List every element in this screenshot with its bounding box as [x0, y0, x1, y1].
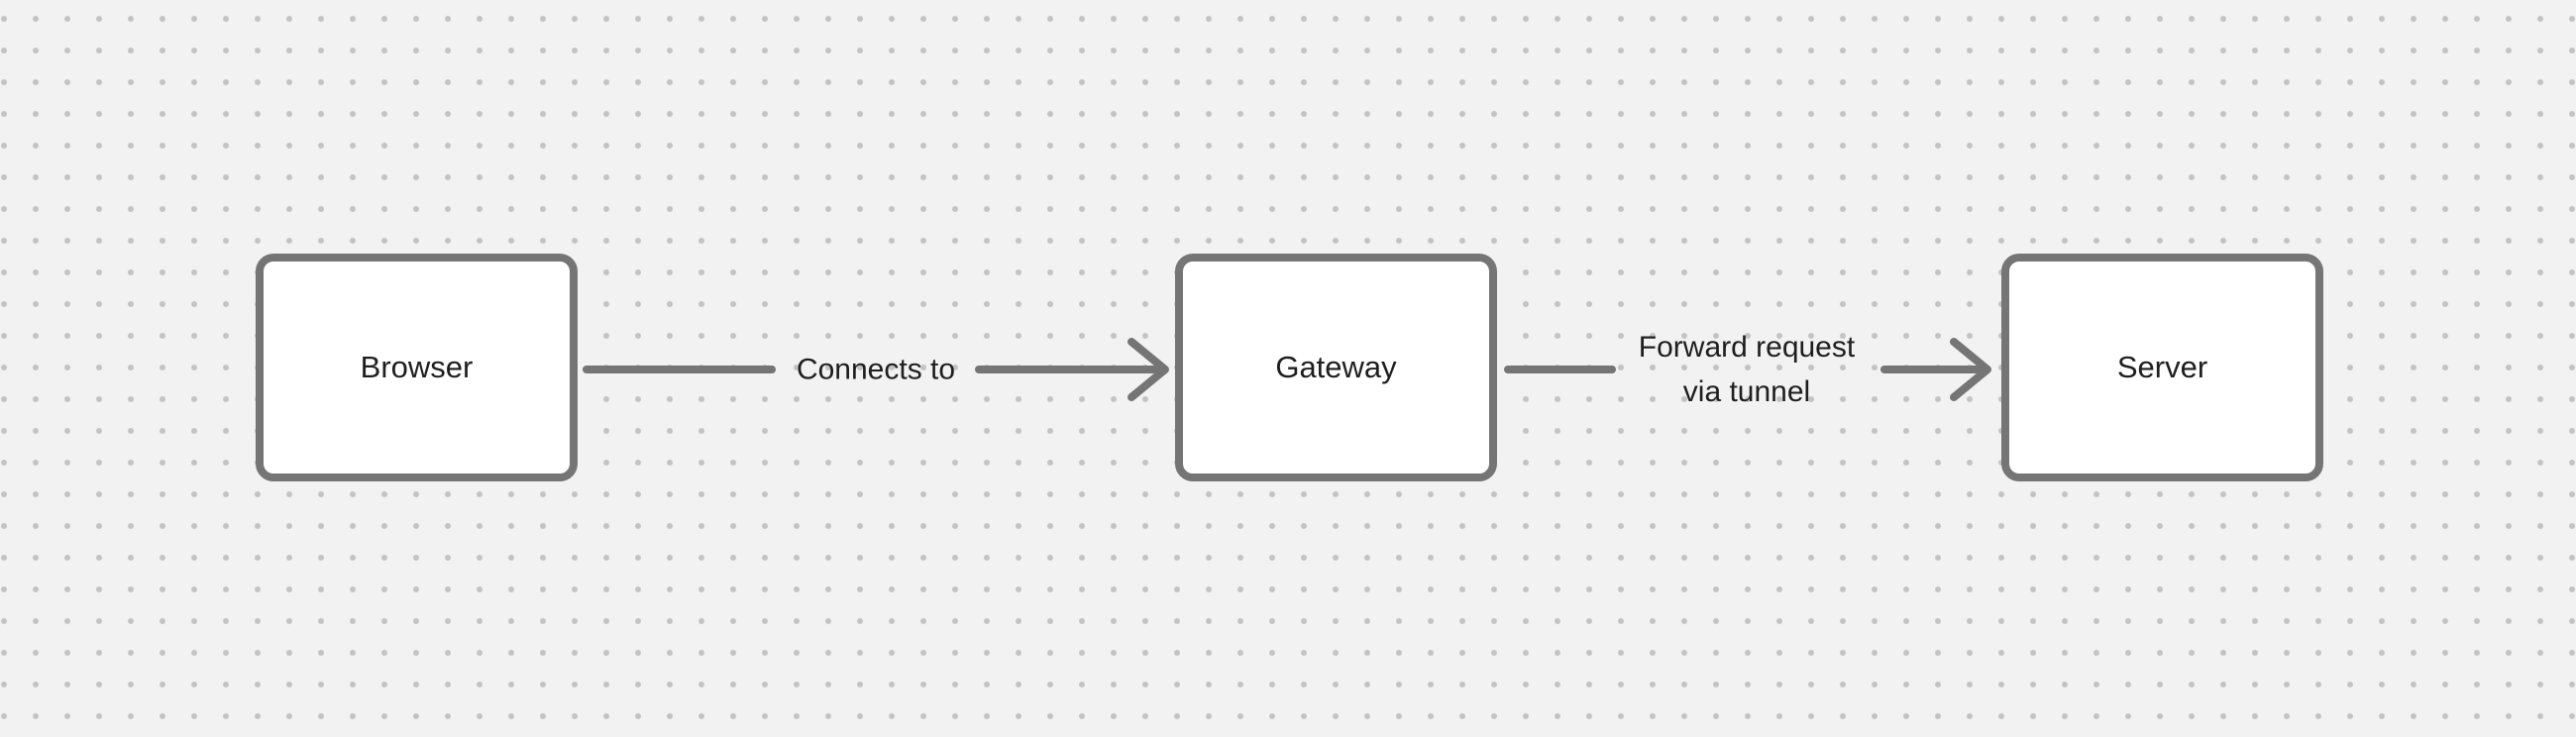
node-browser-label: Browser — [360, 350, 474, 385]
node-gateway-label: Gateway — [1275, 350, 1397, 385]
node-server[interactable]: Server — [2001, 254, 2323, 481]
edge-label-text: Forward request — [1638, 331, 1856, 364]
arrowhead-icon — [1127, 338, 1169, 401]
edge-label-text: Connects to — [796, 353, 956, 386]
edge-label-text: via tunnel — [1682, 375, 1811, 408]
edge-label-connects-to[interactable]: Connects to — [797, 348, 955, 392]
node-browser[interactable]: Browser — [256, 254, 578, 481]
arrowhead-icon — [1950, 338, 1991, 401]
edge-label-forward-request[interactable]: Forward request via tunnel — [1639, 325, 1855, 414]
connector-browser-gateway[interactable] — [583, 338, 1169, 401]
node-server-label: Server — [2116, 350, 2208, 385]
connector-gateway-server[interactable] — [1504, 338, 1991, 401]
node-gateway[interactable]: Gateway — [1175, 254, 1497, 481]
